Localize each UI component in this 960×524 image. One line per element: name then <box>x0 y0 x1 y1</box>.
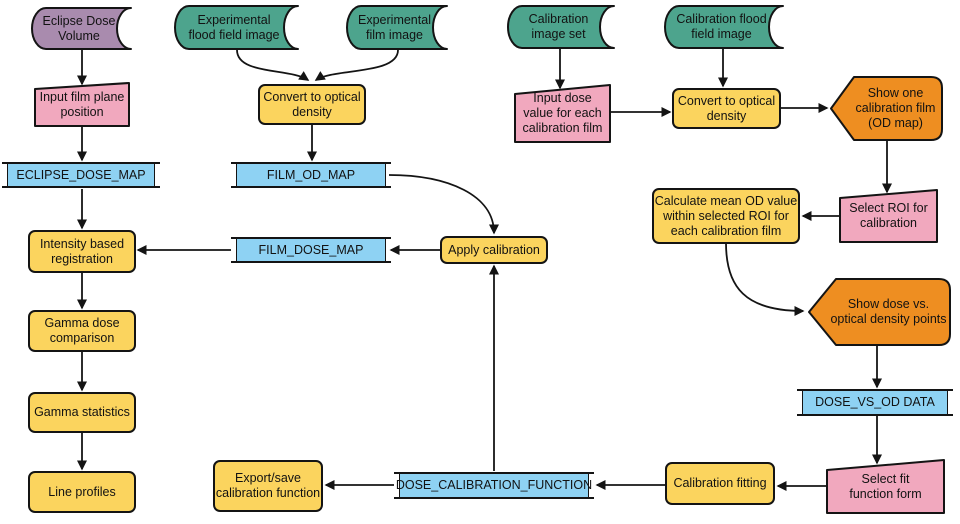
data-store-fill <box>7 164 155 186</box>
calibration-image-set-label: Calibration image set <box>528 12 589 41</box>
convert-to-od-calibration-label: Convert to optical density <box>677 93 776 123</box>
node-apply-calibration: Apply calibration <box>440 236 548 264</box>
calculate-mean-od-label: Calculate mean OD value within selected … <box>654 193 798 238</box>
show-one-calibration-film-label: Show one calibration film (OD map) <box>855 86 936 130</box>
node-show-dose-vs-od-points: Show dose vs. optical density points <box>808 278 951 346</box>
apply-calibration-label: Apply calibration <box>448 242 540 257</box>
gamma-statistics-label: Gamma statistics <box>34 405 130 419</box>
stored-data-shape <box>664 5 784 49</box>
arrow-film-od-map-to-apply-cal <box>388 174 499 235</box>
stored-data-shape <box>31 7 132 50</box>
select-fit-function-label: Select fit function form <box>849 471 922 501</box>
stored-data-shape <box>174 5 299 50</box>
stored-data-shape <box>346 5 448 50</box>
display-shape <box>808 278 951 346</box>
dose-calibration-function-label: DOSE_CALIBRATION_FUNCTION <box>395 478 593 492</box>
data-store-dose-vs-od-data: DOSE_VS_OD DATA <box>797 389 953 416</box>
node-gamma-statistics: Gamma statistics <box>28 392 136 433</box>
calibration-flood-field-image-label: Calibration flood field image <box>676 12 767 41</box>
manual-input-shape <box>514 84 611 143</box>
arrow-calc-mean-to-show-points <box>725 242 805 316</box>
film-dose-map-label: FILM_DOSE_MAP <box>258 242 364 257</box>
node-eclipse-dose-volume: Eclipse Dose Volume <box>31 7 132 50</box>
node-experimental-flood-field-image: Experimental flood field image <box>174 5 299 50</box>
data-store-fill <box>802 391 948 414</box>
data-store-fill <box>236 164 386 186</box>
film-od-map-label: FILM_OD_MAP <box>266 167 356 182</box>
convert-to-od-experimental-label: Convert to optical density <box>263 89 361 119</box>
arrow-exp-film-to-convert-od <box>314 49 399 81</box>
node-convert-to-od-experimental: Convert to optical density <box>258 84 366 125</box>
data-store-dose-calibration-function: DOSE_CALIBRATION_FUNCTION <box>394 472 594 499</box>
experimental-flood-field-image-label: Experimental flood field image <box>188 12 280 42</box>
data-store-fill <box>399 474 589 497</box>
node-show-one-calibration-film: Show one calibration film (OD map) <box>830 76 943 141</box>
display-shape <box>830 76 943 141</box>
node-calibration-image-set: Calibration image set <box>507 5 615 49</box>
intensity-based-registration-label: Intensity based registration <box>39 236 125 266</box>
experimental-film-image-label: Experimental film image <box>358 12 431 42</box>
select-roi-label: Select ROI for calibration <box>849 201 928 230</box>
stored-data-shape <box>507 5 615 49</box>
node-input-dose-value: Input dose value for each calibration fi… <box>514 84 611 143</box>
line-profiles-label: Line profiles <box>48 484 116 499</box>
node-calibration-fitting: Calibration fitting <box>665 462 775 505</box>
node-select-roi: Select ROI for calibration <box>839 189 938 243</box>
export-save-calibration-label: Export/save calibration function <box>215 471 321 500</box>
data-store-film-dose-map: FILM_DOSE_MAP <box>231 237 391 263</box>
input-film-plane-position-label: Input film plane position <box>39 89 125 119</box>
manual-input-shape <box>826 459 945 514</box>
show-dose-vs-od-points-label: Show dose vs. optical density points <box>830 297 947 326</box>
data-store-film-od-map: FILM_OD_MAP <box>231 162 391 188</box>
manual-input-shape <box>839 189 938 243</box>
node-input-film-plane-position: Input film plane position <box>34 82 130 127</box>
node-calibration-flood-field-image: Calibration flood field image <box>664 5 784 49</box>
manual-input-shape <box>34 82 130 127</box>
dose-vs-od-data-label: DOSE_VS_OD DATA <box>815 395 935 409</box>
node-line-profiles: Line profiles <box>28 471 136 513</box>
node-select-fit-function: Select fit function form <box>826 459 945 514</box>
gamma-dose-comparison-label: Gamma dose comparison <box>44 316 120 345</box>
node-export-save-calibration: Export/save calibration function <box>213 460 323 512</box>
data-store-fill <box>236 239 386 261</box>
node-calculate-mean-od: Calculate mean OD value within selected … <box>652 188 800 244</box>
node-intensity-based-registration: Intensity based registration <box>28 230 136 273</box>
calibration-fitting-label: Calibration fitting <box>673 476 767 490</box>
data-store-eclipse-dose-map: ECLIPSE_DOSE_MAP <box>2 162 160 188</box>
node-gamma-dose-comparison: Gamma dose comparison <box>28 310 136 352</box>
eclipse-dose-volume-label: Eclipse Dose Volume <box>42 13 116 43</box>
node-convert-to-od-calibration: Convert to optical density <box>672 88 781 129</box>
eclipse-dose-map-label: ECLIPSE_DOSE_MAP <box>16 167 146 182</box>
arrow-exp-flood-to-convert-od <box>236 49 310 81</box>
input-dose-value-label: Input dose value for each calibration fi… <box>522 91 603 135</box>
node-experimental-film-image: Experimental film image <box>346 5 448 50</box>
